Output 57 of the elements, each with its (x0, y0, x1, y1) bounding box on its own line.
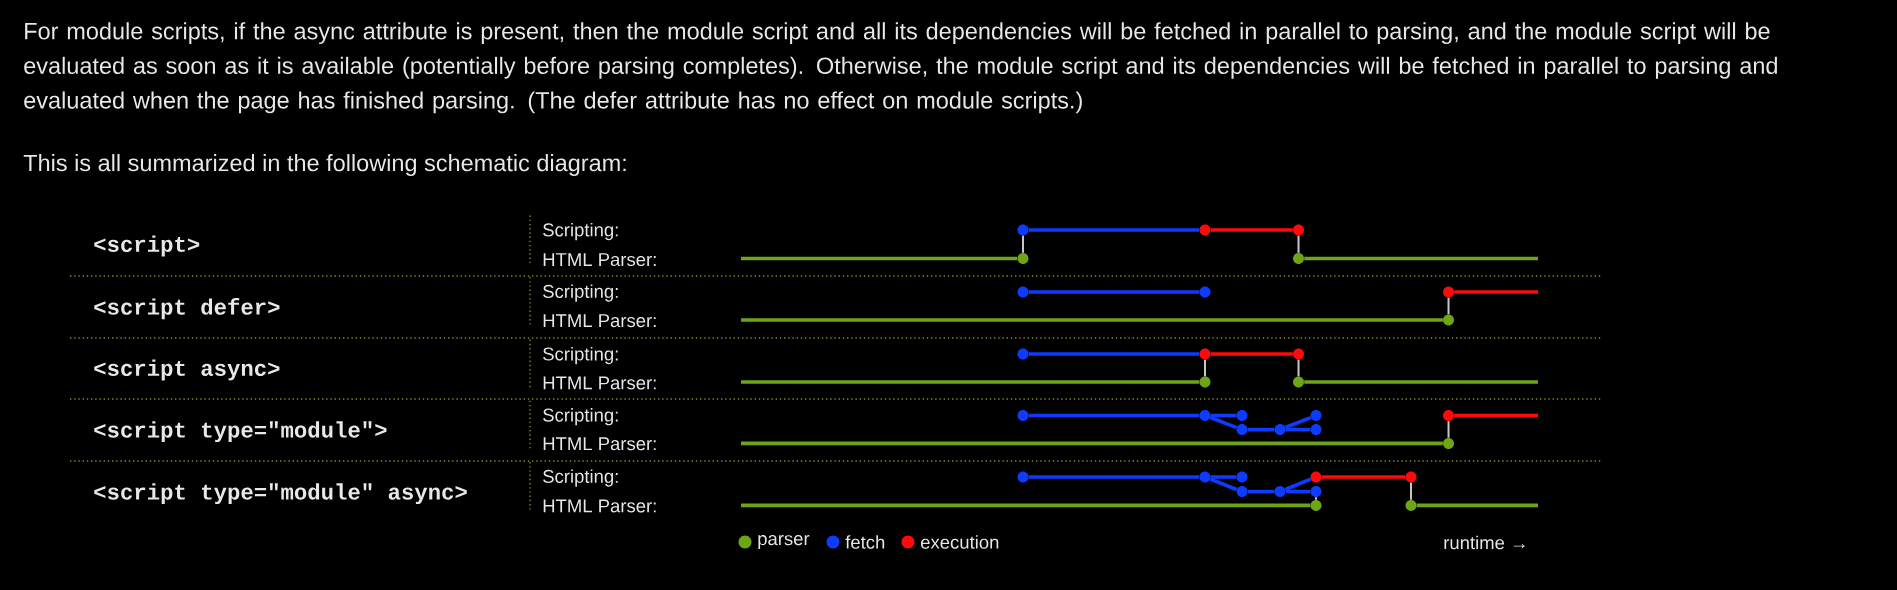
paragraph: This is all summarized in the following schematic diagram: (23, 154, 626, 176)
line-segment (1022, 234, 1024, 254)
track-label: HTML Parser: (543, 376, 656, 390)
line-segment (1285, 489, 1311, 494)
line-segment (1454, 290, 1538, 294)
line-segment (1028, 413, 1200, 418)
line-segment (1028, 228, 1200, 232)
line-segment (741, 441, 1443, 446)
legend-label: execution (921, 535, 999, 549)
line-segment (1028, 290, 1200, 294)
line-segment (741, 503, 1311, 508)
line-segment (1284, 415, 1312, 430)
track-label: HTML Parser: (543, 253, 656, 267)
line-segment (1285, 427, 1311, 432)
line-segment (1204, 358, 1206, 378)
line-segment (1454, 413, 1538, 418)
line-segment (1247, 489, 1275, 494)
tag-label: <script type="module" async> (94, 483, 467, 505)
line-segment (1447, 296, 1450, 316)
track-label: Scripting: (543, 408, 618, 426)
tag-label: <script async> (94, 359, 280, 381)
paragraph: For module scripts, if the async attribute is present, then the module script and all its dependencies will be fetched in parallel to parsing, and the module script will be evaluated as soon as it is available (potentially before parsing completes). Otherwise, the module script and its dependencies will be fetched in parallel to parsing and evaluated when the page has finished parsing. (The defer attribute has no effect on module scripts.) (24, 22, 1777, 114)
line-segment (1247, 427, 1275, 432)
line-segment (1315, 496, 1317, 501)
track-label: HTML Parser: (543, 437, 656, 451)
track-label: Scripting: (543, 222, 618, 241)
line-segment (1028, 475, 1200, 479)
track-label: HTML Parser: (543, 499, 656, 513)
line-segment (1210, 475, 1237, 479)
line-segment (1297, 234, 1300, 254)
line-segment (1209, 415, 1238, 430)
track-label: Scripting: (543, 469, 618, 487)
tag-label: <script> (94, 235, 200, 257)
line-segment (1321, 475, 1406, 479)
tag-label: <script type="module"> (94, 421, 387, 443)
line-segment (741, 318, 1443, 322)
line-segment (1284, 477, 1312, 492)
legend-label: parser (758, 535, 810, 549)
line-segment (1210, 352, 1293, 356)
track-label: HTML Parser: (543, 314, 656, 328)
line-segment (1416, 503, 1538, 508)
tag-label: <script defer> (94, 298, 280, 320)
line-segment (1304, 256, 1538, 261)
line-segment (1209, 477, 1238, 492)
line-segment (1304, 380, 1538, 384)
line-segment (1447, 420, 1450, 439)
track-label: Scripting: (543, 347, 618, 365)
line-segment (1028, 352, 1200, 356)
track-label: Scripting: (543, 284, 618, 302)
line-segment (1210, 413, 1237, 418)
line-segment (1410, 481, 1412, 501)
line-segment (741, 380, 1200, 384)
line-segment (1297, 358, 1300, 378)
axis-label: runtime → (1444, 535, 1525, 550)
line-segment (741, 256, 1018, 261)
legend-label: fetch (845, 535, 885, 549)
line-segment (1210, 228, 1293, 232)
